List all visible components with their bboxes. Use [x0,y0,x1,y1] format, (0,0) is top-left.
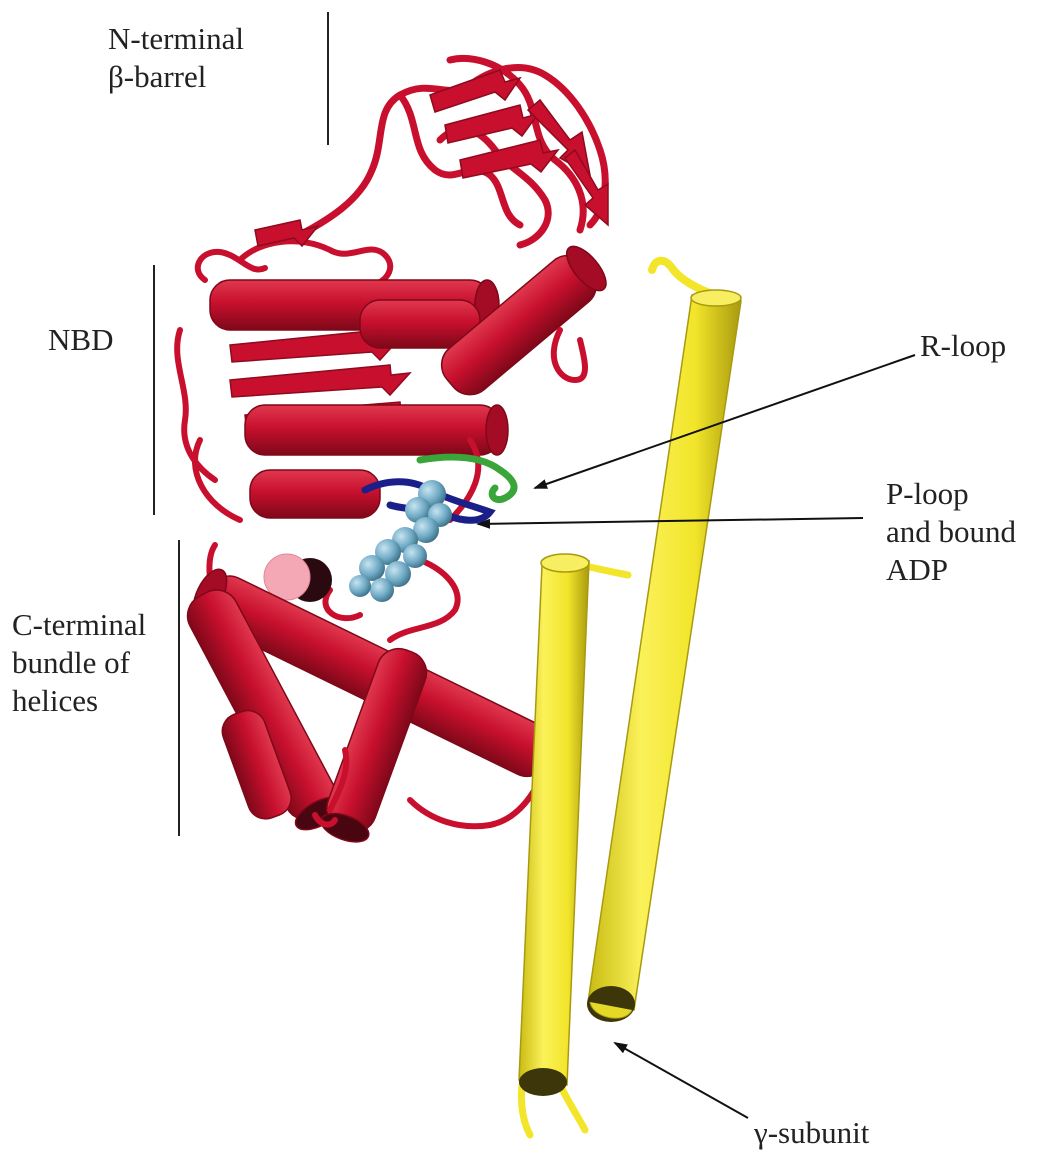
c-terminal-label: C-terminal bundle of helices [12,606,146,720]
c-terminal-helices [180,564,561,847]
gamma-subunit-arrow [615,1043,748,1118]
n-terminal-label-line1: N-terminal [108,20,244,58]
nbd-label: NBD [48,321,113,359]
p-loop-label-line3: ADP [886,551,1016,589]
gamma-subunit-label-text: γ-subunit [754,1114,869,1152]
gamma-subunit-label: γ-subunit [754,1114,869,1152]
c-terminal-label-line1: C-terminal [12,606,146,644]
beta-strands [230,70,608,433]
n-terminal-label: N-terminal β-barrel [108,20,244,96]
n-terminal-beta-barrel [198,58,605,285]
gamma-loop-top [652,261,715,295]
c-terminal-label-line3: helices [12,682,146,720]
n-terminal-label-line2: β-barrel [108,58,244,96]
c-terminal-label-line2: bundle of [12,644,146,682]
r-loop-label: R-loop [920,327,1006,365]
gamma-subunit [519,261,741,1135]
p-loop-label: P-loop and bound ADP [886,475,1016,589]
p-loop-label-line2: and bound [886,513,1016,551]
r-loop-label-text: R-loop [920,327,1006,365]
p-loop-label-line1: P-loop [886,475,1016,513]
nbd-label-text: NBD [48,321,113,359]
